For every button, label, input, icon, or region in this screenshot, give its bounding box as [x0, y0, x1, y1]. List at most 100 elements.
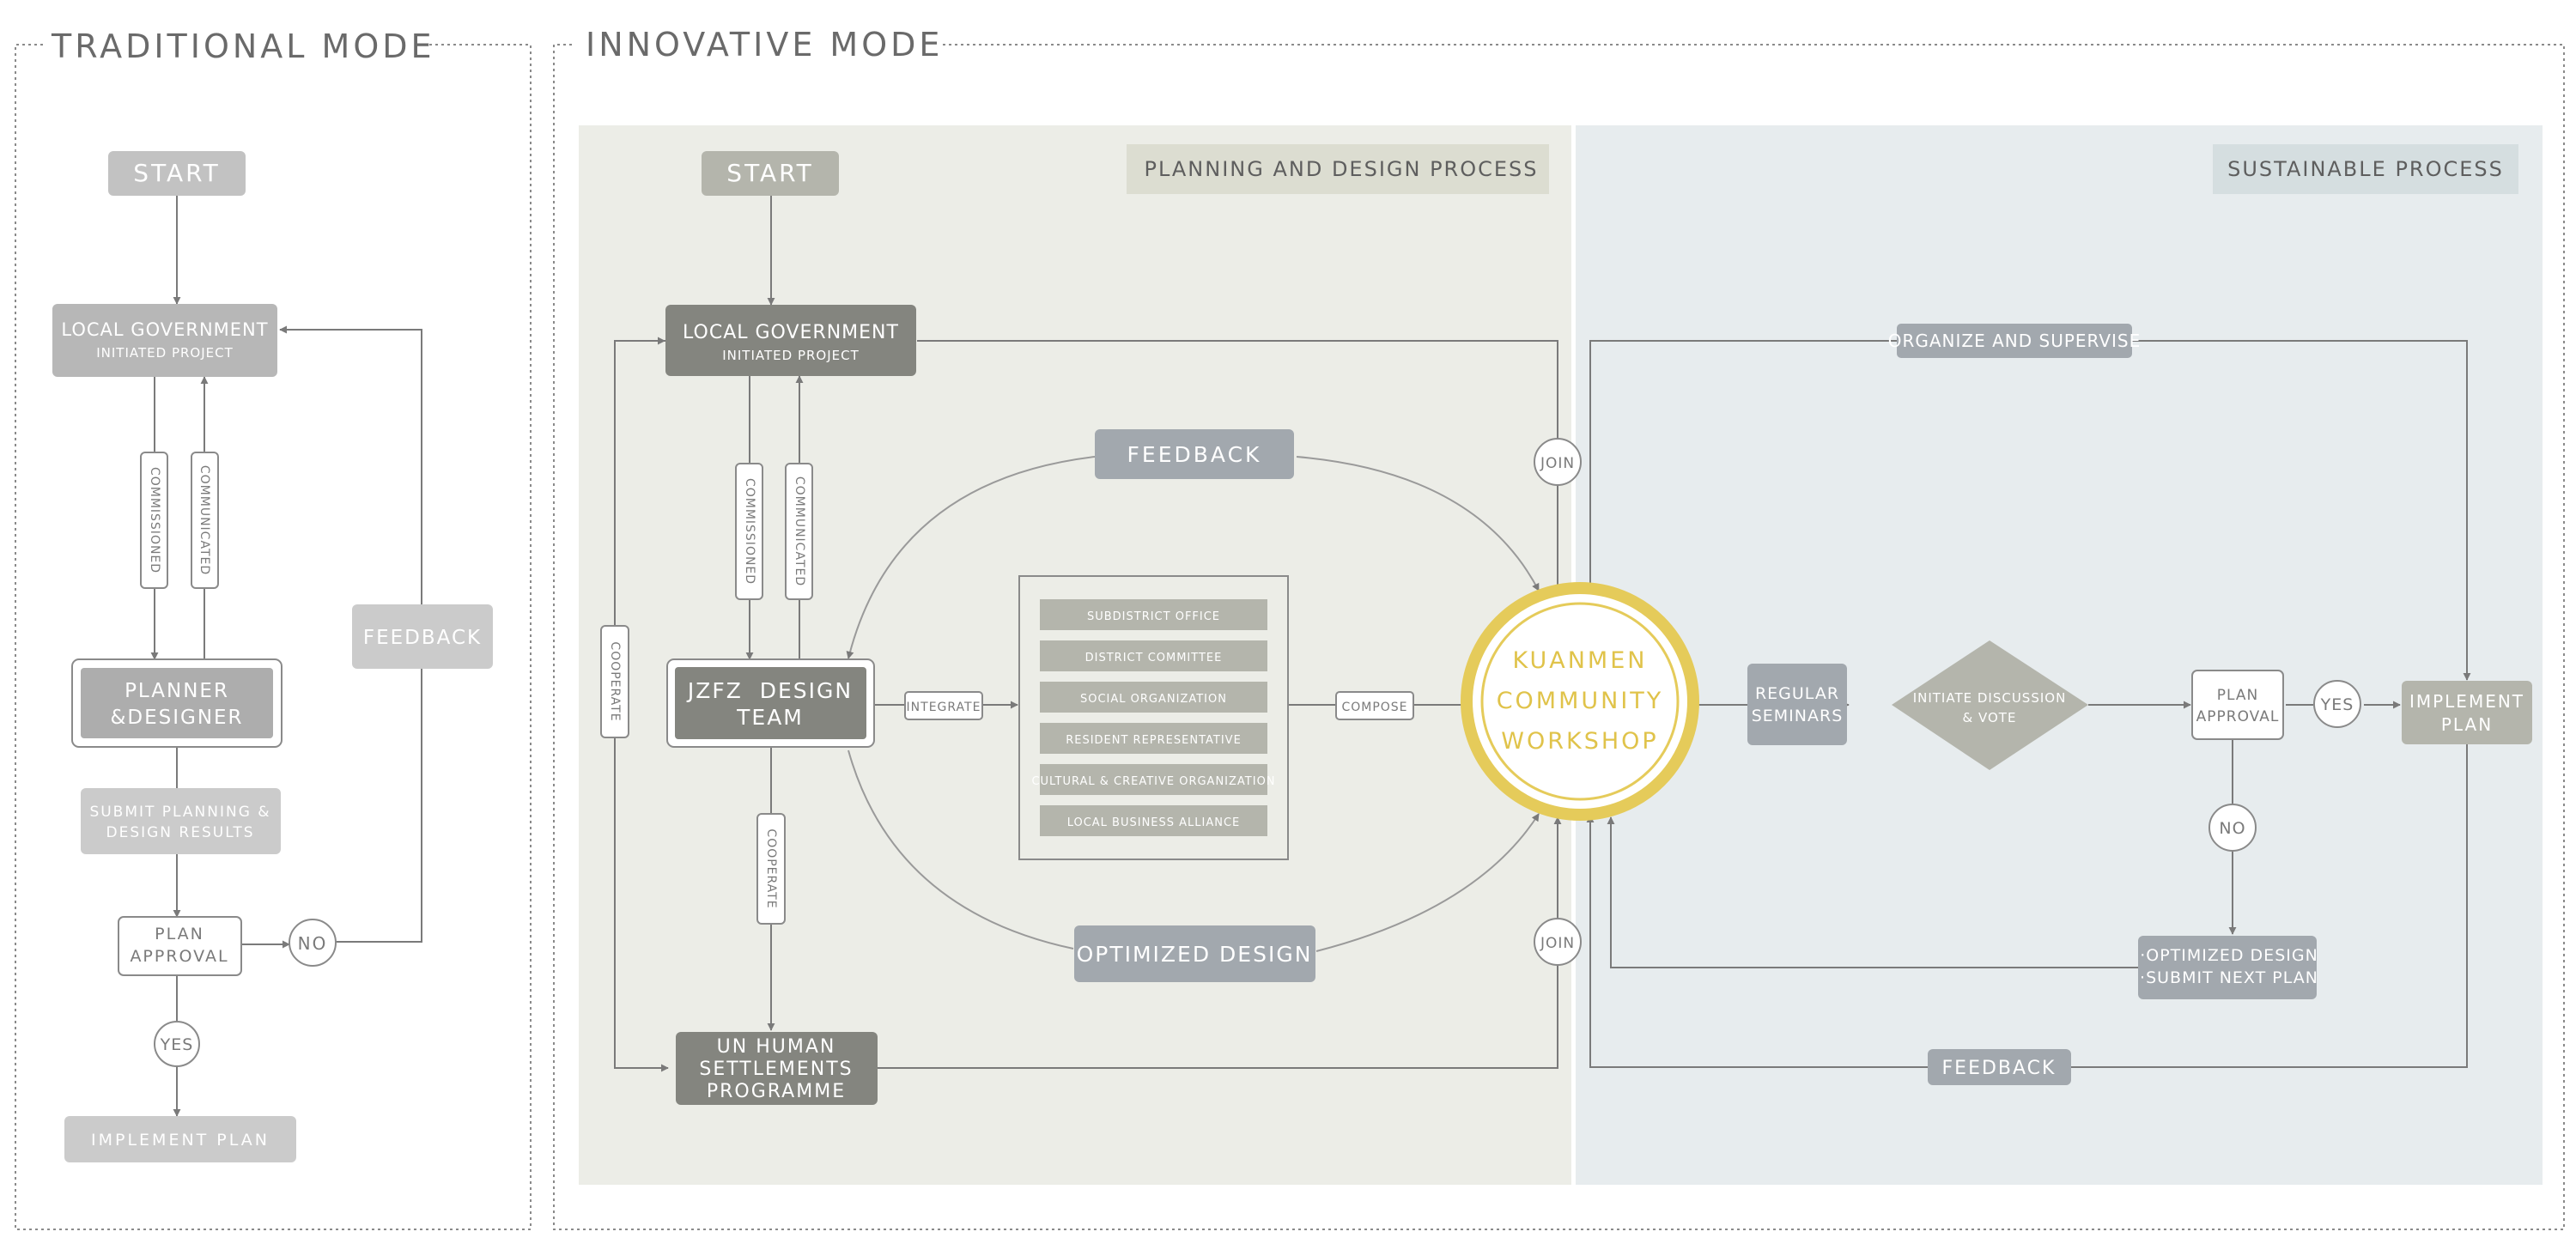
innov-un-line3: PROGRAMME	[707, 1081, 846, 1102]
innov-un-line2: SETTLEMENTS	[699, 1059, 853, 1080]
trad-yes-circle	[154, 1021, 200, 1067]
seminars-line1: REGULAR	[1755, 684, 1839, 703]
trad-planner-designer-node	[81, 668, 273, 738]
innovative-mode-panel: INNOVATIVE MODE PLANNING AND DESIGN PROC…	[553, 26, 2565, 1230]
planning-design-header	[1127, 144, 1549, 194]
seminars-line2: SEMINARS	[1752, 707, 1844, 725]
stakeholder-bar	[1040, 599, 1267, 630]
innov-no-label: NO	[2219, 819, 2245, 838]
innov-local-government-label: LOCAL GOVERNMENT	[683, 322, 899, 343]
discussion-line1: INITIATE DISCUSSION	[1913, 690, 2067, 706]
sustainable-header-text: SUSTAINABLE PROCESS	[2227, 157, 2504, 181]
trad-no-circle	[289, 919, 337, 967]
innov-un-habitat-node	[676, 1032, 878, 1105]
stakeholder-label: LOCAL BUSINESS ALLIANCE	[1067, 816, 1241, 829]
stakeholder-label: SOCIAL ORGANIZATION	[1080, 693, 1227, 706]
innov-jzfz-line1: JZFZ DESIGN	[686, 678, 853, 703]
innov-local-government-node	[665, 305, 916, 376]
trad-approval-line1: PLAN	[155, 925, 204, 944]
innov-feedback-node	[1095, 429, 1294, 479]
organize-supervise-label: ORGANIZE AND SUPERVISE	[1888, 331, 2142, 351]
innov-commissioned-tag	[735, 463, 763, 600]
stakeholder-label: SUBDISTRICT OFFICE	[1087, 610, 1220, 623]
innov-un-line1: UN HUMAN	[717, 1036, 836, 1058]
regular-seminars-node	[1747, 664, 1847, 745]
trad-submit-line1: SUBMIT PLANNING &	[89, 804, 270, 821]
innov-feedback-bottom-node	[1928, 1049, 2071, 1085]
innov-yes-label: YES	[2320, 695, 2354, 714]
innov-feedback-label: FEEDBACK	[1127, 442, 1262, 467]
trad-feedback-node	[352, 604, 493, 669]
innov-commissioned-text: COMMISSIONED	[743, 478, 756, 585]
innov-start-label: START	[726, 159, 813, 187]
trad-yes-label: YES	[160, 1035, 194, 1054]
stakeholder-label: CULTURAL & CREATIVE ORGANIZATION	[1031, 775, 1275, 788]
trad-feedback-label: FEEDBACK	[363, 627, 482, 649]
trad-implement-plan-node	[64, 1116, 296, 1162]
trad-commissioned-tag	[140, 452, 168, 589]
sustainable-header	[2213, 144, 2518, 194]
planning-design-header-text: PLANNING AND DESIGN PROCESS	[1144, 157, 1538, 181]
stakeholder-list: SUBDISTRICT OFFICE DISTRICT COMMITTEE SOCI…	[1031, 599, 1275, 836]
stakeholder-bar	[1040, 682, 1267, 713]
trad-local-government-sublabel: INITIATED PROJECT	[96, 345, 234, 361]
innov-cooperate-mid-tag	[756, 813, 786, 925]
innov-integrate-tag	[904, 691, 983, 720]
innov-local-government-sublabel: INITIATED PROJECT	[722, 348, 860, 363]
trad-local-government-label: LOCAL GOVERNMENT	[61, 319, 268, 340]
innov-implement-plan-node	[2402, 681, 2532, 744]
workshop-line1: KUANMEN	[1513, 647, 1648, 674]
discussion-vote-diamond	[1892, 640, 2088, 770]
innov-feedback-bottom-label: FEEDBACK	[1942, 1058, 2057, 1079]
innov-communicated-text: COMMUNICATED	[793, 476, 806, 586]
stakeholder-label: RESIDENT REPRESENTATIVE	[1066, 734, 1242, 747]
stakeholder-bar	[1040, 723, 1267, 754]
stakeholder-label: DISTRICT COMMITTEE	[1085, 652, 1223, 664]
trad-communicated-tag	[191, 452, 219, 589]
trad-start-node	[108, 151, 246, 196]
stakeholder-bar	[1040, 640, 1267, 671]
innov-implement-line1: IMPLEMENT	[2409, 691, 2524, 712]
innov-cooperate-mid-text: COOPERATE	[764, 828, 778, 908]
innov-optimized-line1: ·OPTIMIZED DESIGN	[2140, 946, 2318, 965]
trad-local-government-node	[52, 304, 277, 377]
innov-jzfz-design-team-node	[675, 667, 866, 739]
innov-start-node	[702, 151, 839, 196]
innov-compose-text: COMPOSE	[1341, 701, 1407, 714]
innov-approval-line1: PLAN	[2217, 687, 2258, 704]
trad-communicated-text: COMMUNICATED	[197, 465, 211, 575]
innov-integrate-text: INTEGRATE	[907, 701, 981, 714]
workshop-line3: WORKSHOP	[1501, 728, 1658, 755]
innov-yes-circle	[2313, 680, 2361, 728]
trad-start-label: START	[133, 159, 220, 187]
discussion-line2: & VOTE	[1963, 710, 2017, 725]
innov-optimized-next-node	[2138, 936, 2317, 999]
trad-designer-label: &DESIGNER	[110, 707, 243, 729]
innov-plan-approval-node	[2191, 670, 2284, 740]
innov-join-top-circle	[1534, 438, 1582, 486]
traditional-mode-title: TRADITIONAL MODE	[51, 27, 435, 65]
innov-optimized-design-node	[1074, 925, 1315, 982]
innov-jzfz-line2: TEAM	[736, 705, 804, 730]
trad-approval-line2: APPROVAL	[130, 947, 228, 966]
innov-join-bottom-circle	[1534, 918, 1582, 966]
innov-cooperate-left-text: COOPERATE	[608, 641, 622, 721]
organize-supervise-node	[1897, 324, 2132, 358]
kuanmen-workshop-inner-ring	[1480, 602, 1680, 801]
trad-implement-label: IMPLEMENT PLAN	[91, 1131, 270, 1150]
sustainable-region	[1576, 125, 2543, 1185]
trad-plan-approval-node	[118, 916, 242, 976]
innov-no-circle	[2208, 804, 2257, 852]
innov-join-top-label: JOIN	[1540, 455, 1575, 472]
innov-join-bottom-label: JOIN	[1540, 935, 1575, 952]
workshop-line2: COMMUNITY	[1497, 688, 1664, 714]
innov-implement-line2: PLAN	[2441, 714, 2493, 735]
innov-optimized-design-label: OPTIMIZED DESIGN	[1077, 942, 1313, 967]
innov-cooperate-left-tag	[600, 625, 629, 738]
innov-optimized-line2: ·SUBMIT NEXT PLAN	[2140, 968, 2318, 987]
trad-no-label: NO	[298, 933, 328, 954]
stakeholder-bar	[1040, 805, 1267, 836]
trad-submit-results-node	[81, 788, 281, 854]
innov-approval-line2: APPROVAL	[2196, 708, 2280, 725]
